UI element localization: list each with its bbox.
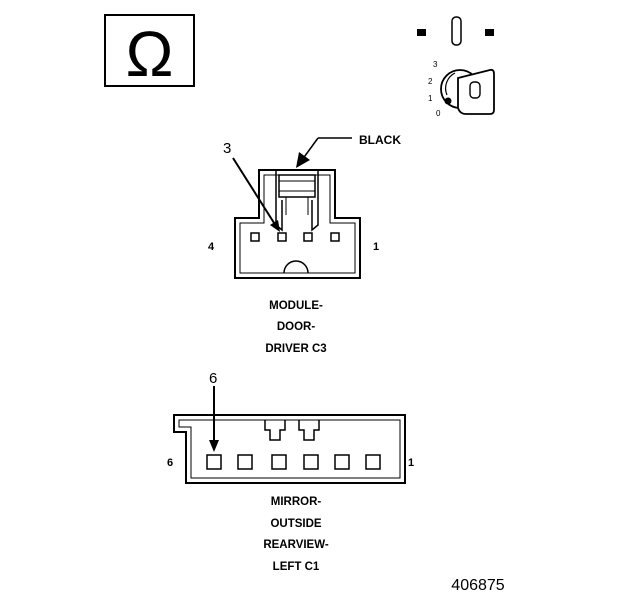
connector-caption-line: DRIVER C3 [265, 343, 326, 355]
pin-cavity [250, 232, 260, 242]
connector-caption-line: DOOR- [277, 321, 316, 333]
pin-cavity [303, 454, 319, 470]
connector-latch [264, 420, 320, 441]
connector-c3: BLACK 3 4 1 MODULE- DOOR- DRIVER C3 [208, 133, 401, 355]
callout-pin-number: 3 [223, 140, 231, 157]
pin-label-left: 4 [208, 241, 215, 253]
connector-latch [275, 170, 319, 232]
key-position-label: 2 [428, 77, 433, 86]
connector-caption-line: MIRROR- [271, 496, 322, 508]
wire-color-callout: BLACK [296, 133, 401, 168]
pin-cavity [206, 454, 222, 470]
connector-c1: 6 6 1 MIRROR- OUTSIDE REARVIEW- LEFT C1 [167, 370, 414, 573]
pin-cavity [277, 232, 287, 242]
pin-label-right: 1 [373, 241, 379, 253]
key-position-label: 3 [433, 60, 438, 69]
ignition-key-icon: 3 2 1 0 [417, 16, 495, 118]
pin-cavity [271, 454, 287, 470]
pin-cavity [330, 232, 340, 242]
connector-caption-line: REARVIEW- [263, 539, 329, 551]
pin-cavity [334, 454, 350, 470]
pin-callout: 3 [223, 140, 280, 232]
callout-pin-number: 6 [209, 370, 217, 387]
key-position-label: 0 [436, 109, 441, 118]
polarization-key [283, 260, 309, 274]
pin-label-right: 1 [408, 457, 414, 469]
pin-cavity [365, 454, 381, 470]
pin-cavity [237, 454, 253, 470]
wire-color-label: BLACK [359, 133, 401, 147]
figure-number: 406875 [451, 577, 504, 594]
omega-symbol-box: Ω [104, 14, 195, 90]
pin-label-left: 6 [167, 457, 173, 469]
pin-cavity [303, 232, 313, 242]
connector-caption-line: OUTSIDE [270, 518, 321, 530]
connector-caption-line: MODULE- [269, 300, 323, 312]
omega-icon: Ω [126, 18, 174, 90]
connector-caption-line: LEFT C1 [273, 561, 320, 573]
pin-callout: 6 [209, 370, 219, 452]
key-position-label: 1 [428, 94, 433, 103]
